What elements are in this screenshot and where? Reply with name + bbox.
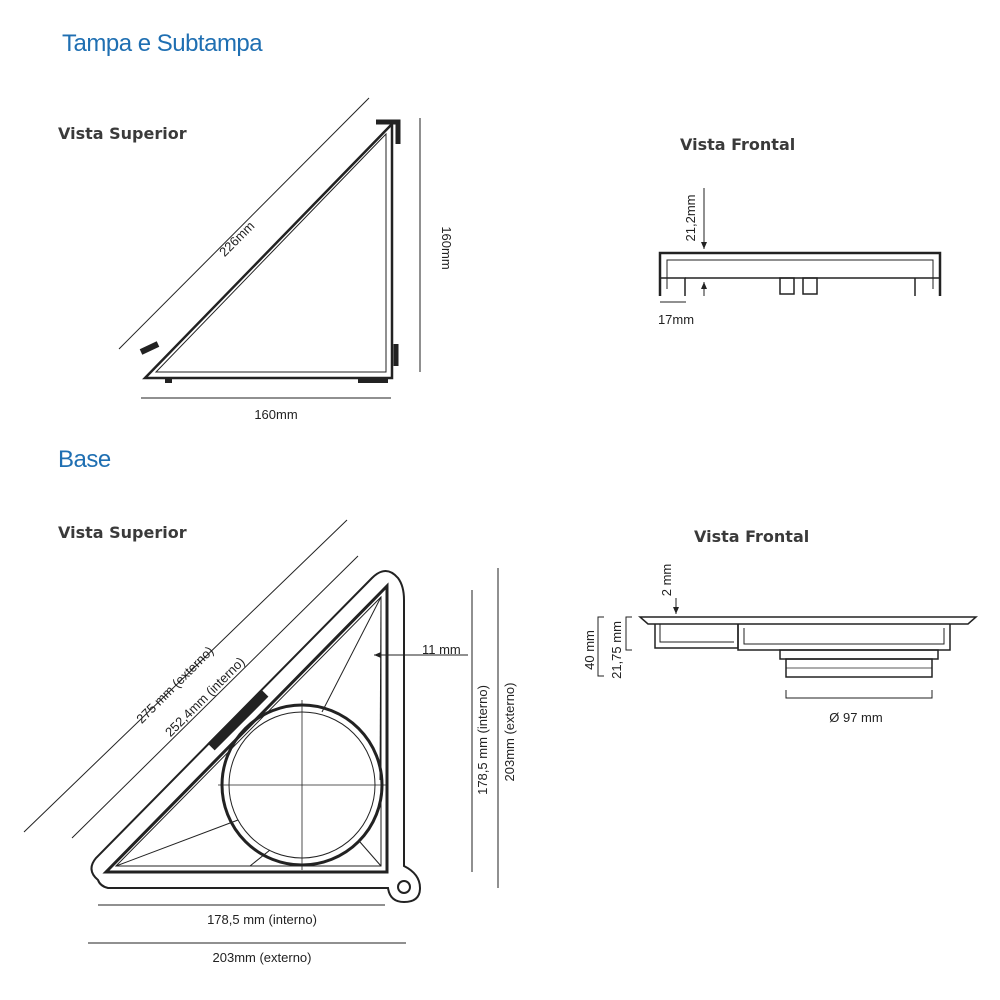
base-width-external-label: 203mm (externo): [213, 950, 312, 965]
base-mount-hole: [397, 880, 411, 894]
base-front-body-left-inner: [659, 624, 734, 643]
base-height-internal-label: 178,5 mm (interno): [475, 685, 490, 795]
base-front-body-right-inner: [743, 628, 945, 645]
base-height-21-dim-line: [625, 616, 632, 651]
lid-height-label: 160mm: [439, 226, 454, 269]
lid-top-view-title: Vista Superior: [58, 124, 187, 143]
lid-front-view-drawing: [658, 188, 942, 303]
lid-front-inner: [666, 259, 934, 289]
base-top-view-title: Vista Superior: [58, 523, 187, 542]
lid-front-leg-left: [660, 277, 686, 296]
base-width-internal-label: 178,5 mm (interno): [207, 912, 317, 927]
lid-corner-tab-left: [139, 341, 160, 355]
lid-front-view-title: Vista Frontal: [680, 135, 796, 154]
section-title-lid: Tampa e Subtampa: [62, 30, 263, 57]
base-diameter-label: Ø 97 mm: [829, 710, 882, 725]
base-hyp-external-label: 275 mm (externo): [133, 643, 216, 726]
base-height-40-dim-line: [597, 616, 604, 677]
base-hyp-internal-dim-line: [71, 555, 359, 839]
base-height-external-label: 203mm (externo): [502, 683, 517, 782]
lid-front-clip-2: [802, 277, 818, 295]
base-margin-label: 11 mm: [422, 642, 461, 657]
lid-width-label: 160mm: [254, 407, 297, 422]
base-top-view-drawing: [23, 519, 499, 944]
base-thickness-label: 2 mm: [659, 564, 674, 597]
base-rib-bottom: [249, 849, 271, 867]
base-height-21-label: 21,75 mm: [609, 621, 624, 679]
base-front-flange: [638, 616, 978, 625]
lid-leg-label: 17mm: [658, 312, 694, 327]
base-inner-offset: [114, 595, 382, 867]
base-hyp-external-dim-line: [23, 519, 348, 833]
lid-depth-label: 21,2mm: [683, 195, 698, 242]
lid-front-clip-1: [779, 277, 795, 295]
lid-corner-tab-top: [376, 119, 401, 144]
lid-inner-outline: [154, 132, 387, 373]
base-embossed-label: [207, 689, 269, 751]
base-diameter-dim-line: [785, 690, 933, 699]
section-title-base: Base: [58, 446, 111, 473]
base-rib-vertical: [379, 596, 382, 781]
lid-top-view-drawing: [118, 97, 421, 399]
base-front-body-left: [654, 624, 739, 649]
base-height-40-label: 40 mm: [582, 630, 597, 670]
base-front-drain-collar: [779, 649, 939, 660]
base-front-view-drawing: [597, 598, 978, 699]
lid-front-outline: [658, 251, 942, 296]
base-outer-outline: [90, 570, 422, 904]
lid-hypotenuse-dim-line: [118, 97, 370, 350]
base-front-view-title: Vista Frontal: [694, 527, 810, 546]
base-front-body-right: [737, 624, 951, 651]
base-rib-left: [115, 819, 239, 867]
lid-hypotenuse-label: 226mm: [216, 218, 257, 259]
lid-outer-outline: [142, 120, 394, 380]
base-rib-top: [321, 596, 382, 713]
base-rib-corner: [359, 841, 382, 867]
